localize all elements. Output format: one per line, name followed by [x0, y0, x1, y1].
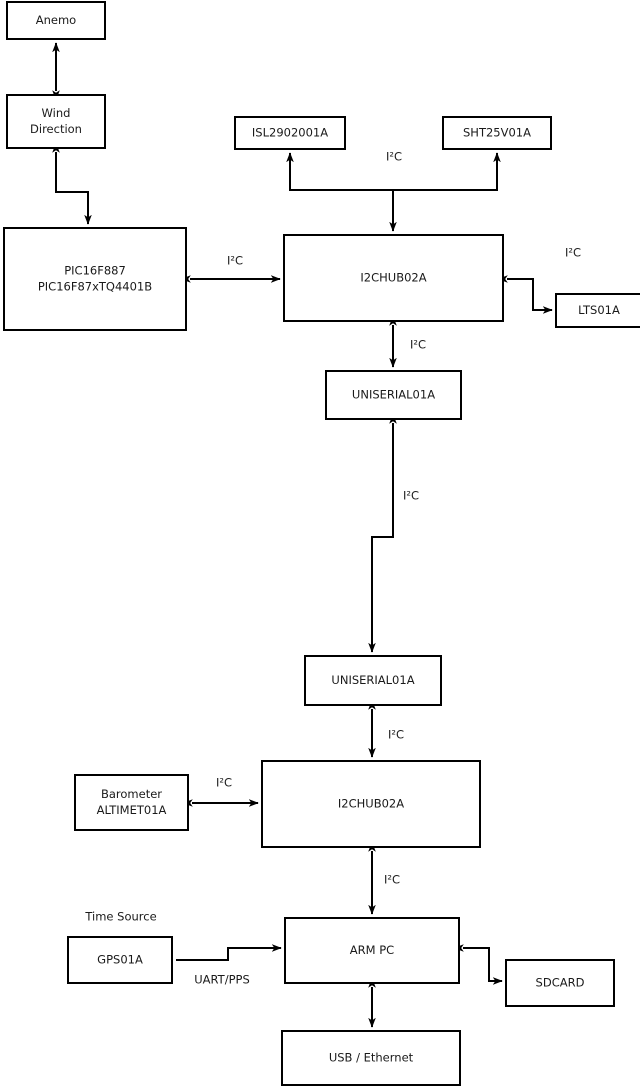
node-uniserial_bot[interactable]: UNISERIAL01A [304, 655, 442, 706]
node-box-sdcard [505, 959, 615, 1007]
node-isl[interactable]: ISL2902001A [234, 116, 346, 150]
node-label-hub_top: I2CHUB02A [360, 271, 426, 285]
node-box-anemo [6, 1, 106, 40]
connector-hub-lts [497, 275, 553, 314]
node-label-barometer: Barometer [101, 787, 162, 801]
node-box-hub_bot [261, 760, 481, 848]
node-box-isl [234, 116, 346, 150]
node-label-anemo: Anemo [36, 13, 76, 27]
node-label-uniserial_top: UNISERIAL01A [352, 388, 435, 402]
node-box-uniserial_top [325, 370, 462, 420]
labels-layer: I²C I²C I²C I²C I²C I²C I²C I²C UART/PPS Time Sou… [84, 150, 581, 987]
edge-label-lbl-i2c-top: I²C [386, 150, 402, 164]
node-label-armpc: ARM PC [350, 943, 394, 957]
node-box-sht [442, 116, 552, 150]
node-anemo[interactable]: Anemo [6, 1, 106, 40]
node-sht[interactable]: SHT25V01A [442, 116, 552, 150]
node-hub_bot[interactable]: I2CHUB02A [261, 760, 481, 848]
edge-label-lbl-i2c-uni-top: I²C [410, 338, 426, 352]
node-box-lts [555, 293, 640, 328]
node-box-armpc [284, 917, 460, 984]
edge-label-lbl-i2c-uni-link: I²C [403, 489, 419, 503]
edge-label-lbl-i2c-armpc: I²C [384, 873, 400, 887]
edge-label-lbl-i2c-uni-bot: I²C [388, 728, 404, 742]
node-sdcard[interactable]: SDCARD [505, 959, 615, 1007]
node-box-uniserial_bot [304, 655, 442, 706]
node-label-pic: PIC16F887 [64, 264, 126, 278]
node-hub_top[interactable]: I2CHUB02A [283, 234, 504, 322]
edge-label-lbl-i2c-barometer: I²C [216, 776, 232, 790]
node-label-uniserial_bot: UNISERIAL01A [331, 673, 414, 687]
node-label-wind: Wind [42, 106, 71, 120]
connector-gps-armpc [176, 944, 282, 961]
node-box-gps [67, 936, 173, 984]
node-label-usbeth: USB / Ethernet [329, 1051, 414, 1065]
connector-hub-sht [393, 152, 501, 191]
node-label-sdcard: SDCARD [536, 976, 585, 990]
connector-uniserial-link [368, 413, 397, 653]
node-lts[interactable]: LTS01A [555, 293, 640, 328]
node-label-gps: GPS01A [97, 953, 143, 967]
node-label-barometer: ALTIMET01A [97, 803, 167, 817]
node-label-lts: LTS01A [578, 303, 620, 317]
nodes-layer: AnemoWindDirectionPIC16F887PIC16F87xTQ44… [3, 1, 640, 1086]
free-label-lbl-time-source: Time Source [84, 910, 156, 924]
node-box-wind [6, 94, 106, 149]
node-box-usbeth [281, 1030, 461, 1086]
node-box-barometer [74, 774, 189, 831]
edge-label-lbl-i2c-lts: I²C [565, 246, 581, 260]
connector-hub-isl [286, 152, 393, 191]
connections-layer [52, 42, 553, 1028]
edge-label-lbl-i2c-pic: I²C [227, 254, 243, 268]
edge-label-lbl-uart-pps: UART/PPS [194, 973, 250, 987]
node-box-pic [3, 227, 187, 331]
node-gps[interactable]: GPS01A [67, 936, 173, 984]
node-uniserial_top[interactable]: UNISERIAL01A [325, 370, 462, 420]
node-label-hub_bot: I2CHUB02A [338, 797, 404, 811]
node-label-wind: Direction [30, 122, 82, 136]
node-armpc[interactable]: ARM PC [284, 917, 460, 984]
connector-wind-pic [52, 142, 92, 225]
connector-armpc-sdcard [453, 944, 503, 985]
node-label-sht: SHT25V01A [463, 126, 531, 140]
node-usbeth[interactable]: USB / Ethernet [281, 1030, 461, 1086]
node-box-hub_top [283, 234, 504, 322]
node-label-isl: ISL2902001A [252, 126, 328, 140]
node-label-pic: PIC16F87xTQ4401B [38, 280, 152, 294]
